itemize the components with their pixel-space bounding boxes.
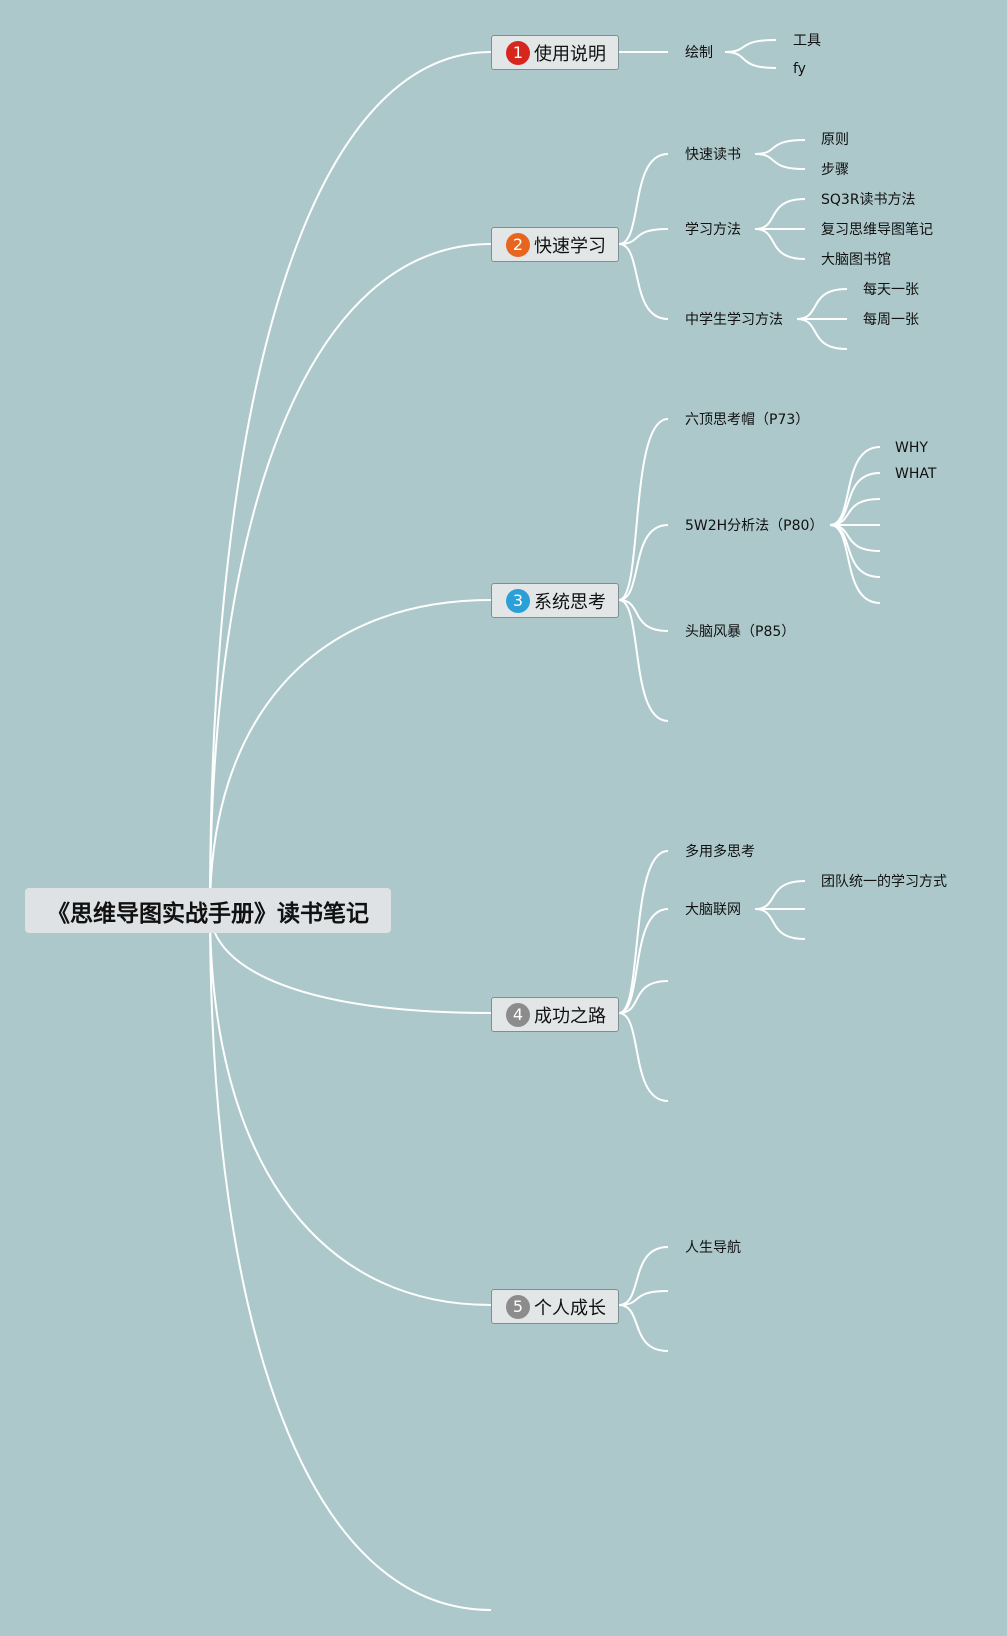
connector-t5-2 — [618, 1304, 669, 1352]
connector-t4-network-2 — [754, 908, 806, 940]
connector-t3-5w2h-0 — [829, 446, 881, 526]
subtopic-middle-school[interactable]: 中学生学习方法 — [685, 312, 783, 328]
topic-label: 个人成长 — [534, 1297, 606, 1319]
connector-t2-1 — [618, 228, 669, 245]
connector-topic-2 — [209, 243, 492, 911]
connector-t4-network-0 — [754, 880, 806, 910]
connector-t2-read-0 — [754, 139, 806, 155]
subtopic-life-nav[interactable]: 人生导航 — [685, 1240, 741, 1256]
connector-t4-3 — [618, 1012, 669, 1102]
number-4-icon: 4 — [506, 1002, 530, 1027]
subtopic-six-hats[interactable]: 六顶思考帽（P73） — [685, 412, 810, 428]
subtopic-5w2h[interactable]: 5W2H分析法（P80） — [685, 518, 824, 534]
subtopic-fy[interactable]: fy — [793, 61, 806, 77]
connector-t3-1 — [618, 524, 669, 601]
connector-topic-5 — [209, 909, 492, 1306]
topic-personal-growth[interactable]: 5 个人成长 — [491, 1289, 619, 1324]
connector-t2-method-0 — [754, 198, 806, 230]
subtopic-review-notes[interactable]: 复习思维导图笔记 — [821, 222, 933, 238]
connector-t2-middle-0 — [796, 288, 848, 320]
root-title: 《思维导图实战手册》读书笔记 — [47, 900, 369, 927]
subtopic-what[interactable]: WHAT — [895, 466, 937, 482]
connector-t2-0 — [618, 153, 669, 245]
subtopic-brainstorm[interactable]: 头脑风暴（P85） — [685, 624, 796, 640]
topic-fast-learning[interactable]: 2 快速学习 — [491, 227, 619, 262]
topic-label: 快速学习 — [534, 235, 606, 257]
connector-t4-1 — [618, 908, 669, 1014]
connector-t3-5w2h-6 — [829, 524, 881, 604]
connector-t2-2 — [618, 243, 669, 320]
subtopic-draw[interactable]: 绘制 — [685, 45, 713, 61]
topic-label: 使用说明 — [534, 43, 606, 65]
subtopic-brain-library[interactable]: 大脑图书馆 — [821, 252, 891, 268]
subtopic-daily[interactable]: 每天一张 — [863, 282, 919, 298]
number-1-icon: 1 — [506, 40, 530, 65]
subtopic-principle[interactable]: 原则 — [821, 132, 849, 148]
subtopic-tool[interactable]: 工具 — [793, 33, 821, 49]
topic-label: 成功之路 — [534, 1005, 606, 1027]
connector-t3-3 — [618, 599, 669, 722]
topic-success-path[interactable]: 4 成功之路 — [491, 997, 619, 1032]
subtopic-study-method[interactable]: 学习方法 — [685, 222, 741, 238]
subtopic-why[interactable]: WHY — [895, 440, 928, 456]
connector-t5-1 — [618, 1290, 669, 1306]
connector-t1-0 — [724, 39, 777, 53]
subtopic-sq3r[interactable]: SQ3R读书方法 — [821, 192, 916, 208]
topic-label: 系统思考 — [534, 591, 606, 613]
connector-topic-1 — [209, 51, 492, 911]
subtopic-fast-read[interactable]: 快速读书 — [685, 147, 741, 163]
subtopic-think-more[interactable]: 多用多思考 — [685, 844, 755, 860]
topic-system-thinking[interactable]: 3 系统思考 — [491, 583, 619, 618]
number-3-icon: 3 — [506, 588, 530, 613]
connector-t1-1 — [724, 51, 777, 69]
connector-t2-read-1 — [754, 153, 806, 170]
connector-t4-2 — [618, 980, 669, 1014]
connector-topic-3 — [209, 599, 492, 911]
connector-topic-4 — [209, 909, 492, 1014]
connector-t4-0 — [618, 850, 669, 1014]
subtopic-brain-network[interactable]: 大脑联网 — [685, 902, 741, 918]
connector-empty-topic — [209, 909, 492, 1611]
connector-t2-method-2 — [754, 228, 806, 260]
number-5-icon: 5 — [506, 1294, 530, 1319]
topic-usage[interactable]: 1 使用说明 — [491, 35, 619, 70]
connector-t3-0 — [618, 418, 669, 601]
connector-t5-0 — [618, 1246, 669, 1306]
connector-t2-middle-2 — [796, 318, 848, 350]
root-topic[interactable]: 《思维导图实战手册》读书笔记 — [25, 888, 391, 933]
subtopic-steps[interactable]: 步骤 — [821, 162, 849, 178]
number-2-icon: 2 — [506, 232, 530, 257]
subtopic-weekly[interactable]: 每周一张 — [863, 312, 919, 328]
connector-t3-2 — [618, 599, 669, 632]
subtopic-team-learning[interactable]: 团队统一的学习方式 — [821, 874, 947, 890]
